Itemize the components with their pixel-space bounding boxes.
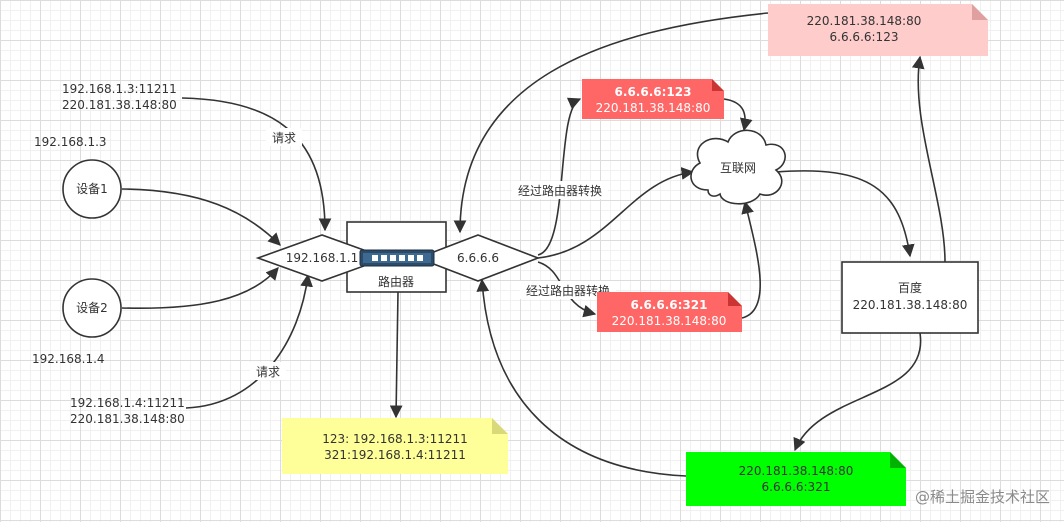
response-1-source: 220.181.38.148:80 bbox=[807, 14, 922, 28]
edge-label-request-bottom: 请求 bbox=[256, 365, 280, 379]
note-shape bbox=[597, 292, 742, 332]
device1-request-destination: 220.181.38.148:80 bbox=[62, 98, 177, 112]
edge-request-top bbox=[181, 97, 332, 232]
response-1-destination: 6.6.6.6:123 bbox=[830, 30, 899, 44]
edge-label-request-top: 请求 bbox=[272, 131, 296, 145]
watermark: @稀土掘金技术社区 bbox=[915, 488, 1050, 506]
device1-ip: 192.168.1.3 bbox=[34, 135, 107, 149]
packet-out-2-destination: 220.181.38.148:80 bbox=[612, 314, 727, 328]
device1-request-source: 192.168.1.3:11211 bbox=[62, 82, 177, 96]
edge-router-to-internet bbox=[537, 167, 695, 259]
note-fold bbox=[972, 4, 988, 20]
edge-device2-to-router bbox=[121, 267, 279, 310]
note-shape bbox=[686, 452, 906, 506]
internet-cloud[interactable]: 互联网 bbox=[690, 129, 786, 205]
packet-out-note-1[interactable]: 6.6.6.6:123 220.181.38.148:80 bbox=[582, 79, 724, 119]
edge-router-to-packet1 bbox=[537, 97, 582, 256]
server-name: 百度 bbox=[898, 280, 922, 295]
note-fold bbox=[890, 452, 906, 468]
response-note-2[interactable]: 220.181.38.148:80 6.6.6.6:321 bbox=[686, 452, 906, 506]
response-2-source: 220.181.38.148:80 bbox=[739, 464, 854, 478]
edge-device1-to-router bbox=[121, 188, 281, 246]
edge-response1-to-router bbox=[453, 12, 769, 234]
edge-server-to-response1 bbox=[911, 55, 946, 263]
packet-out-1-source: 6.6.6.6:123 bbox=[615, 85, 692, 99]
note-fold bbox=[492, 418, 508, 434]
switch-icon bbox=[359, 249, 435, 267]
router-wan-port bbox=[415, 234, 541, 282]
router-lan-ip: 192.168.1.1 bbox=[286, 251, 359, 265]
response-2-destination: 6.6.6.6:321 bbox=[762, 480, 831, 494]
edge-server-to-response2 bbox=[793, 332, 922, 452]
edge-label-translate-bottom: 经过路由器转换 bbox=[526, 283, 610, 298]
device2-node[interactable]: 设备2 bbox=[62, 278, 122, 338]
edge-label-translate-top: 经过路由器转换 bbox=[518, 183, 602, 198]
edge-packet1-to-internet bbox=[723, 98, 753, 132]
nat-table-line-2: 321:192.168.1.4:11211 bbox=[324, 448, 466, 462]
note-shape bbox=[282, 418, 508, 474]
note-fold bbox=[728, 292, 742, 306]
response-note-1[interactable]: 220.181.38.148:80 6.6.6.6:123 bbox=[768, 4, 988, 56]
edge-packet2-to-internet bbox=[741, 200, 761, 319]
packet-out-note-2[interactable]: 6.6.6.6:321 220.181.38.148:80 bbox=[597, 292, 742, 332]
note-fold bbox=[712, 79, 724, 91]
edge-label-bg bbox=[250, 362, 286, 380]
device2-label: 设备2 bbox=[76, 301, 108, 315]
edge-router-to-nat-table bbox=[389, 291, 403, 419]
internet-label: 互联网 bbox=[720, 161, 756, 175]
packet-out-1-destination: 220.181.38.148:80 bbox=[596, 101, 711, 115]
edge-request-bottom bbox=[185, 273, 313, 409]
device1-label: 设备1 bbox=[76, 182, 108, 196]
edge-label-bg bbox=[512, 181, 608, 199]
router-label: 路由器 bbox=[378, 274, 414, 289]
device1-node[interactable]: 设备1 bbox=[62, 159, 122, 219]
server-address: 220.181.38.148:80 bbox=[853, 298, 968, 312]
device2-request-destination: 220.181.38.148:80 bbox=[70, 412, 185, 426]
device2-ip: 192.168.1.4 bbox=[32, 352, 105, 366]
router-wan-ip: 6.6.6.6 bbox=[457, 251, 499, 265]
device2-request-source: 192.168.1.4:11211 bbox=[70, 396, 185, 410]
edge-label-bg bbox=[266, 128, 302, 146]
edge-internet-to-server bbox=[775, 170, 915, 258]
nat-table-note[interactable]: 123: 192.168.1.3:11211 321:192.168.1.4:1… bbox=[282, 418, 508, 474]
nat-table-line-1: 123: 192.168.1.3:11211 bbox=[322, 432, 468, 446]
packet-out-2-source: 6.6.6.6:321 bbox=[631, 298, 708, 312]
server-node[interactable]: 百度 220.181.38.148:80 bbox=[841, 261, 979, 334]
note-shape bbox=[582, 79, 724, 119]
edge-label-bg bbox=[520, 281, 616, 299]
edge-response2-to-router bbox=[476, 278, 687, 477]
router-node[interactable]: 192.168.1.1 6.6.6.6 路由器 bbox=[255, 221, 541, 293]
note-shape bbox=[768, 4, 988, 56]
